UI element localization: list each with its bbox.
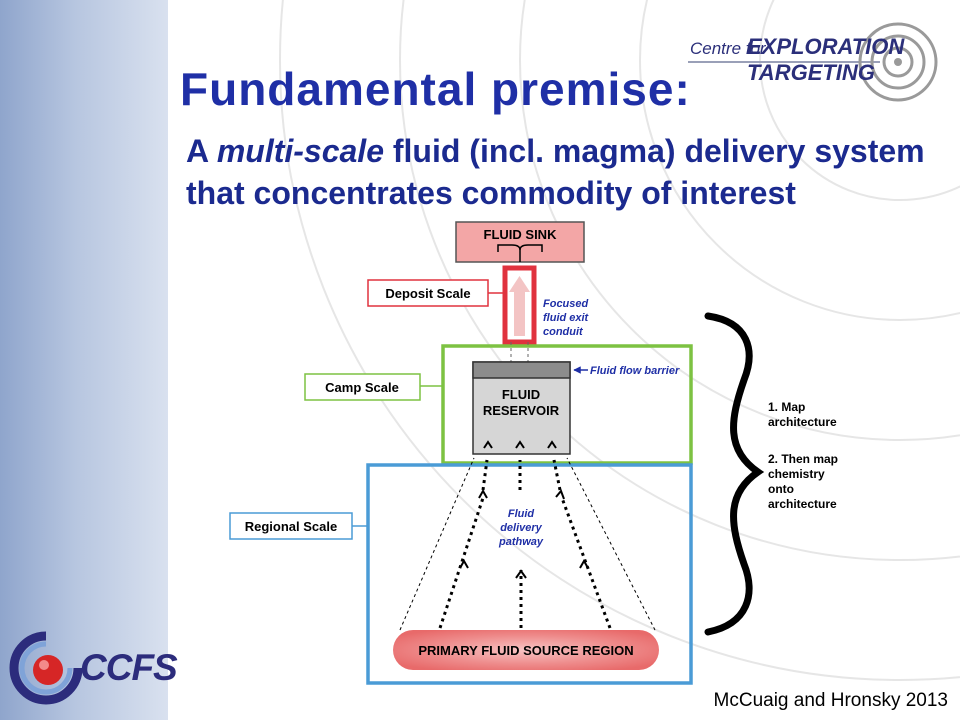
pathway-left [438,497,485,629]
fluid-flow-barrier-cap [472,361,571,379]
step1-line1: 1. Map [768,400,805,414]
reservoir-inflow-chevron-3 [547,440,557,449]
pathway-chevron-center [515,569,527,579]
slide-subtitle: A multi-scale fluid (incl. magma) delive… [186,130,946,214]
deposit-scale-label: Deposit Scale [385,286,470,301]
ccfs-logo-text: CCFS [80,647,178,688]
cet-logo-line2: TARGETING [747,60,875,85]
pathway-chevron-right-mid [579,558,589,569]
pathway-chevron-left [478,488,488,499]
reservoir-label-line2: RESERVOIR [483,403,560,418]
pathway-right [560,497,612,629]
pathway-outer-left [399,457,475,631]
cet-logo-small-text: Centre for [690,39,766,58]
regional-scale-label-box [229,512,353,540]
regional-scale-label: Regional Scale [245,519,337,534]
pathway-chevron-right [555,489,565,500]
conduit-annotation-line1: Focused [543,298,589,310]
subtitle-pre: A [186,133,217,169]
fluid-sink-label: FLUID SINK [484,227,558,242]
step2-line1: 2. Then map [768,452,838,466]
barrier-label: Fluid flow barrier [590,365,680,377]
subtitle-italic: multi-scale [216,133,384,169]
camp-scale-label: Camp Scale [325,380,399,395]
pathway-label-line1: Fluid [508,508,535,520]
conduit-annotation-line3: conduit [543,326,584,338]
citation: McCuaig and Hronsky 2013 [713,690,948,711]
regional-scale-box [366,463,693,685]
pathway-right-upper [552,459,562,491]
camp-scale-label-box [304,373,421,401]
left-sidebar-band [0,0,168,720]
pathway-left-upper [481,459,489,491]
primary-source-label: PRIMARY FLUID SOURCE REGION [418,643,633,658]
ccfs-logo-mark [9,631,83,705]
reservoir-inflow-chevron-2 [515,440,525,449]
sink-flow-arrow-right [519,244,543,252]
centre-exploration-targeting-logo: Centre for EXPLORATION TARGETING [660,22,950,112]
step2-line3: onto [768,482,794,496]
cet-logo-line1: EXPLORATION [747,34,905,59]
ccfs-logo: CCFS [6,628,178,708]
reservoir-label-line1: FLUID [502,387,540,402]
step2-line4: architecture [768,497,837,511]
subtitle-post: fluid (incl. magma) delivery system that… [186,133,925,211]
conduit-annotation-line2: fluid exit [543,312,590,324]
camp-scale-box [441,344,693,465]
right-curly-brace [704,312,765,636]
conduit-flow-arrow [514,290,525,336]
primary-source-region [393,630,659,670]
pathway-label-line2: delivery [500,522,542,534]
conduit-flow-arrowhead [509,276,530,292]
deposit-scale-label-box [367,279,489,307]
pathway-chevron-left-mid [459,558,469,569]
pathway-outer-right [566,457,656,631]
pathway-label-line3: pathway [498,536,544,548]
slide-title: Fundamental premise: [180,63,691,115]
step1-line2: architecture [768,415,837,429]
step2-line2: chemistry [768,467,825,481]
reservoir-inflow-chevron-1 [483,440,493,449]
